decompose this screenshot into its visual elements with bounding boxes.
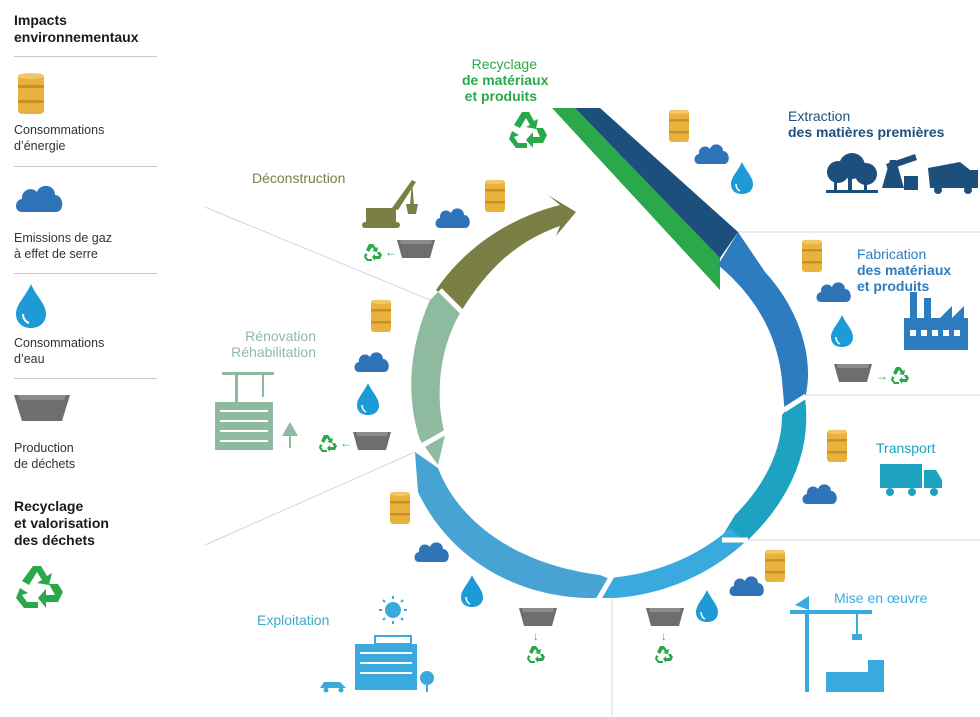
extraction-band xyxy=(575,108,738,258)
water-drop-icon xyxy=(830,314,854,348)
tree-icon xyxy=(420,671,434,692)
cloud-icon xyxy=(16,185,63,212)
factory-icon xyxy=(904,292,968,350)
legend-recycling-label: Recyclage et valorisation des déchets xyxy=(14,498,109,548)
waste-skip-icon xyxy=(353,432,391,450)
cloud-icon xyxy=(816,282,851,302)
extraction-illustration-icon xyxy=(826,153,978,194)
recycle-icon xyxy=(319,435,337,452)
energy-barrel-icon xyxy=(827,429,847,462)
stage-label-transport: Transport xyxy=(876,440,936,456)
water-drop-icon xyxy=(16,284,46,328)
water-drop-icon xyxy=(356,382,380,416)
water-drop-icon xyxy=(695,589,719,623)
stage-label-deconstruction: Déconstruction xyxy=(252,170,346,186)
stage-label-recyclage: Recyclage de matériaux et produits xyxy=(462,56,549,104)
guide-lines xyxy=(204,206,980,715)
legend-divider xyxy=(14,273,157,274)
stage-label-fabrication: Fabrication des matériaux et produits xyxy=(857,246,952,294)
waste-skip-icon xyxy=(646,608,684,626)
energy-barrel-icon xyxy=(390,491,410,524)
arrow-left-icon: ← xyxy=(385,245,397,259)
energy-barrel-icon xyxy=(485,179,505,212)
energy-barrel-icon xyxy=(371,299,391,332)
sun-icon xyxy=(379,596,407,624)
recycling-band xyxy=(552,108,720,290)
stage-arc-mise-en-oeuvre xyxy=(598,528,745,598)
water-drop-icon xyxy=(730,161,754,195)
stage-label-renovation: Rénovation Réhabilitation xyxy=(231,328,316,360)
crane-construction-icon xyxy=(790,596,884,692)
building-icon xyxy=(355,635,417,690)
car-icon xyxy=(320,682,346,693)
cloud-icon xyxy=(354,352,389,372)
stage-label-exploitation: Exploitation xyxy=(257,612,330,628)
recycle-icon xyxy=(655,646,673,663)
stage-arc-renovation xyxy=(411,290,462,465)
arrow-icon: → xyxy=(876,369,888,383)
cloud-icon xyxy=(694,144,729,164)
recycle-icon xyxy=(527,646,545,663)
renovation-building-icon xyxy=(215,372,298,450)
stage-arc-exploitation xyxy=(415,452,612,599)
waste-skip-icon xyxy=(397,240,435,258)
legend-waste-label: Production de déchets xyxy=(14,441,76,471)
recycle-icon xyxy=(16,566,63,608)
recycle-icon xyxy=(891,367,909,384)
truck-icon xyxy=(880,464,942,496)
water-drop-icon xyxy=(460,574,484,608)
energy-barrel-icon xyxy=(765,549,785,582)
stage-label-mise-en-oeuvre: Mise en œuvre xyxy=(834,590,928,606)
legend-energy-label: Consommations d’énergie xyxy=(14,123,105,153)
stage-arc-fabrication xyxy=(718,232,809,415)
arrow-left-icon: ← xyxy=(340,436,352,450)
legend-title: Impacts environnementaux xyxy=(14,12,139,45)
stage-arc-deconstruction xyxy=(436,195,576,310)
stage-label-extraction: Extraction des matières premières xyxy=(788,108,945,140)
cloud-icon xyxy=(435,208,470,228)
legend-divider xyxy=(14,56,157,57)
legend-divider xyxy=(14,378,157,379)
waste-skip-icon xyxy=(519,608,557,626)
cloud-icon xyxy=(729,576,764,596)
recycle-icon xyxy=(509,112,547,148)
excavator-icon xyxy=(362,180,418,228)
arrow-down-icon: ↓ xyxy=(533,631,539,643)
stage-arc-transport xyxy=(720,398,807,540)
cloud-icon xyxy=(802,484,837,504)
waste-skip-icon xyxy=(14,395,70,421)
energy-barrel-icon xyxy=(669,109,689,142)
legend-ghg-label: Emissions de gaz à effet de serre xyxy=(14,231,112,261)
legend-panel: Impacts environnementaux Consommations d… xyxy=(0,0,170,717)
energy-barrel-icon xyxy=(802,239,822,272)
recycle-icon xyxy=(364,244,382,261)
legend-divider xyxy=(14,166,157,167)
cloud-icon xyxy=(414,542,449,562)
arrow-down-icon: ↓ xyxy=(661,631,667,643)
waste-skip-icon xyxy=(834,364,872,382)
legend-water-label: Consommations d’eau xyxy=(14,336,105,366)
energy-barrel-icon xyxy=(18,73,44,114)
